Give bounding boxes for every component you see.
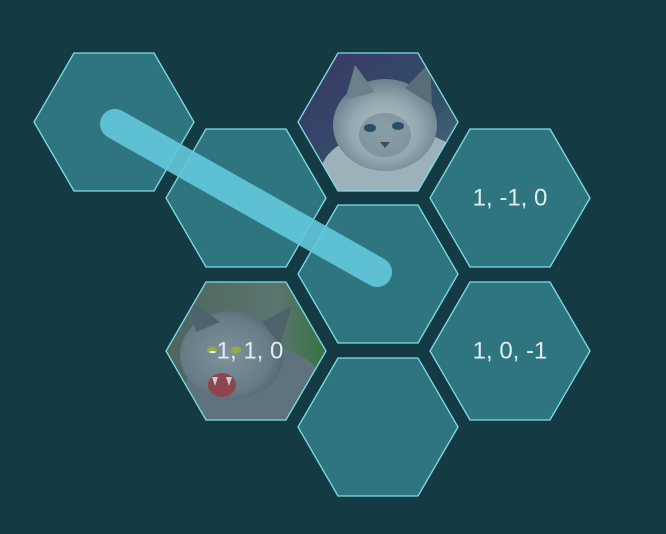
- hex-tile-cat-photo[interactable]: -1, 1, 0: [165, 281, 327, 435]
- hex-tile-cat-photo[interactable]: [297, 52, 470, 220]
- path-connector-line: [100, 109, 392, 287]
- hex-tile[interactable]: [297, 357, 459, 497]
- cat-photo-image: [166, 282, 326, 420]
- hex-tile[interactable]: 1, -1, 0: [429, 128, 591, 268]
- hex-tile[interactable]: 1, 0, -1: [429, 281, 591, 421]
